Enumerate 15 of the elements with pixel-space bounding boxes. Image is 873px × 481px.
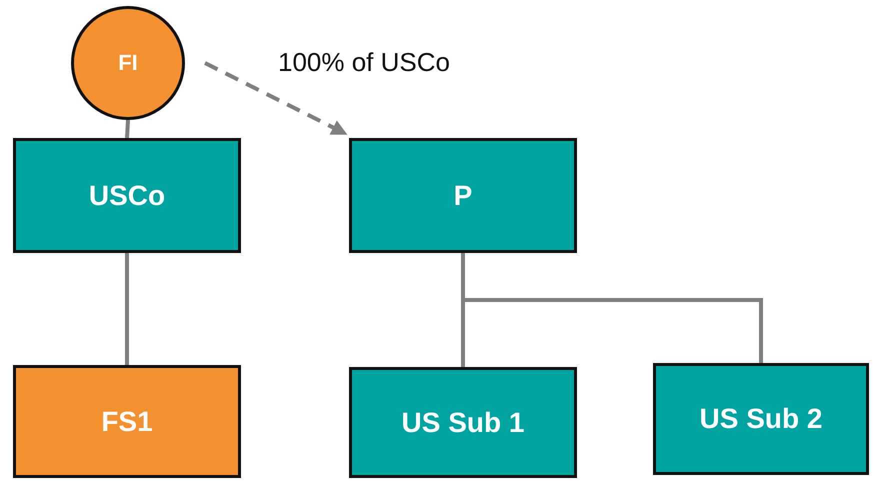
arrow (204, 61, 348, 136)
entity-name: US Sub 2 (700, 403, 822, 435)
entity-name: US Sub 1 (402, 406, 524, 438)
entity-name: P (454, 180, 472, 212)
entity-box (13, 138, 241, 253)
connector-line (461, 253, 763, 363)
entity-box (653, 363, 869, 475)
entity-box (13, 365, 241, 478)
entity-name: FI (118, 50, 138, 76)
entity-box (349, 138, 577, 253)
connector-line (125, 120, 130, 138)
entity-name: USCo (88, 180, 166, 212)
entity-name: FS1 (101, 406, 153, 438)
connector-line (125, 253, 129, 365)
entity-box (349, 367, 577, 478)
